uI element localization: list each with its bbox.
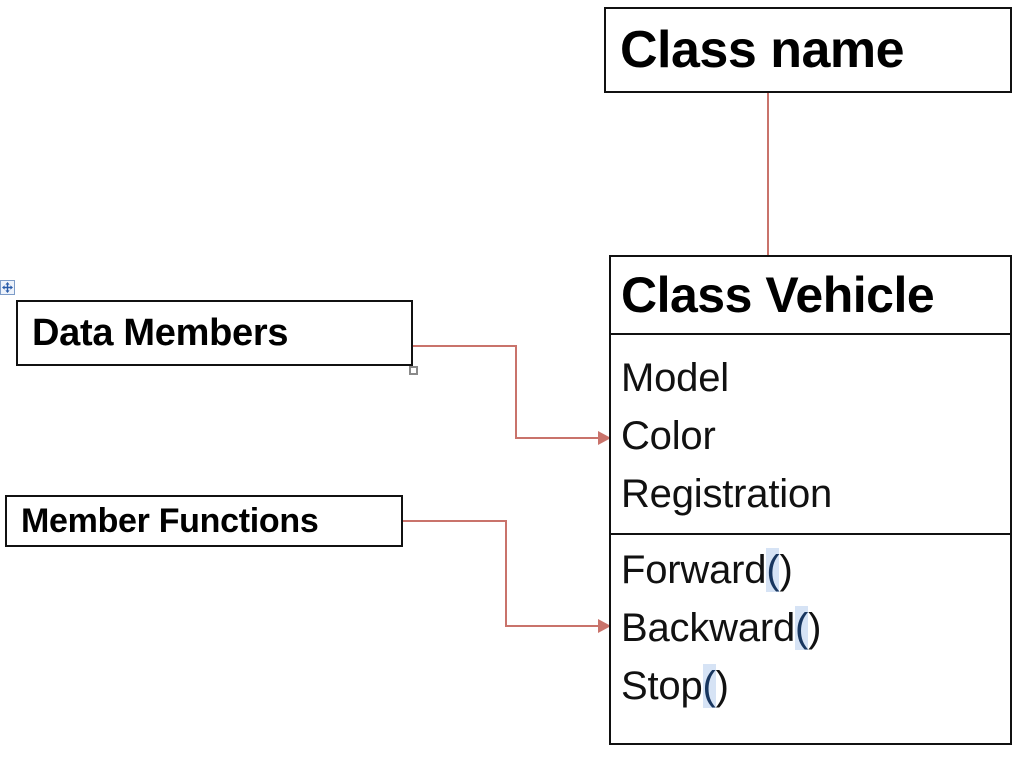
uml-method-close-paren: ) [715,664,729,708]
callout-data-members[interactable]: Data Members [16,300,413,366]
connector-datamembers-segment-v [515,345,517,438]
callout-class-name[interactable]: Class name [604,7,1012,93]
callout-data-members-label: Data Members [32,312,289,354]
connector-memberfunctions-segment-h2 [505,625,600,627]
uml-class-header: Class Vehicle [611,257,1010,335]
uml-method-name: Backward [621,606,796,650]
uml-attribute-row: Model [621,349,1010,407]
uml-method-row: Stop() [621,657,1010,715]
uml-attribute-row: Color [621,407,1010,465]
uml-attributes-compartment: Model Color Registration [611,335,1010,535]
connector-datamembers-segment-h2 [515,437,600,439]
uml-attribute-name: Registration [621,472,833,516]
connector-memberfunctions-segment-v [505,520,507,626]
uml-method-open-paren: ( [702,664,716,708]
uml-methods-compartment: Forward() Backward() Stop() [611,535,1010,743]
connector-memberfunctions-arrowhead-icon [598,619,611,633]
connector-datamembers-segment-h1 [413,345,517,347]
uml-method-close-paren: ) [779,548,793,592]
callout-class-name-label: Class name [620,21,905,79]
uml-method-name: Forward [621,548,767,592]
connector-memberfunctions-segment-h1 [403,520,507,522]
uml-attribute-name: Model [621,356,729,400]
resize-handle-square[interactable] [409,366,418,375]
uml-method-close-paren: ) [808,606,822,650]
callout-member-functions[interactable]: Member Functions [5,495,403,547]
uml-method-name: Stop [621,664,703,708]
connector-classname-to-classbox-segment [767,93,769,270]
uml-class-title: Class Vehicle [621,267,935,323]
uml-method-row: Backward() [621,599,1010,657]
uml-method-open-paren: ( [766,548,780,592]
uml-method-open-paren: ( [795,606,809,650]
move-four-arrows-icon[interactable] [0,280,15,295]
connector-datamembers-arrowhead-icon [598,431,611,445]
uml-class-box[interactable]: Class Vehicle Model Color Registration F… [609,255,1012,745]
uml-attribute-name: Color [621,414,716,458]
uml-method-row: Forward() [621,541,1010,599]
callout-member-functions-label: Member Functions [21,502,319,540]
uml-attribute-row: Registration [621,465,1010,523]
